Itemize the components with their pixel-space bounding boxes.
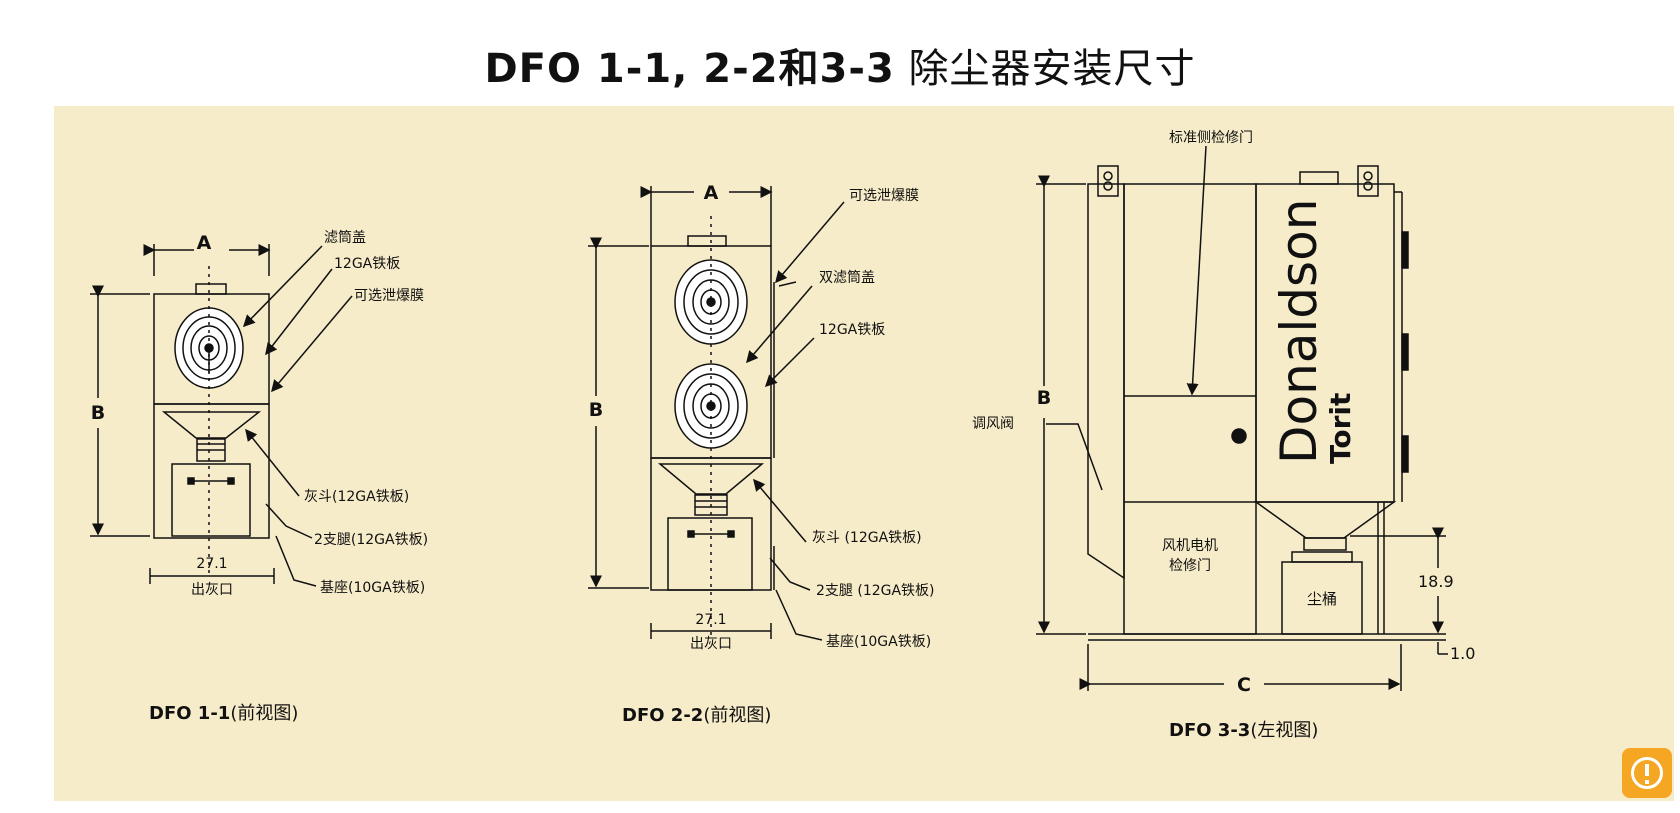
callout-hopper-2: 灰斗 (12GA铁板) bbox=[812, 530, 922, 546]
label-fan-door-line2: 检修门 bbox=[1169, 558, 1211, 574]
caption-view: (前视图) bbox=[230, 703, 298, 724]
installation-drawings: A B 27.1 出灰口 滤筒盖 12GA铁板 可选泄爆膜 灰斗(12GA铁板)… bbox=[90, 130, 1475, 741]
dfo-1-1-dim-a: A bbox=[197, 232, 212, 254]
brand-sub: Torit bbox=[1324, 393, 1357, 464]
callout-explosion-vent: 可选泄爆膜 bbox=[354, 288, 424, 304]
dfo-3-3-caption: DFO 3-3(左视图) bbox=[1169, 720, 1318, 741]
callout-12ga-plate-2: 12GA铁板 bbox=[819, 322, 885, 338]
dfo-2-2-front-view bbox=[588, 186, 845, 641]
caption-model: DFO 3-3 bbox=[1169, 720, 1250, 741]
info-button[interactable] bbox=[1622, 748, 1672, 798]
caption-model: DFO 1-1 bbox=[149, 703, 230, 724]
callout-filter-cap: 滤筒盖 bbox=[324, 229, 366, 246]
caption-view: (左视图) bbox=[1250, 720, 1318, 741]
dfo-1-1-outlet: 出灰口 bbox=[191, 582, 233, 598]
label-damper: 调风阀 bbox=[972, 416, 1014, 432]
caption-view: (前视图) bbox=[703, 705, 771, 726]
title-suffix: 除尘器安装尺寸 bbox=[894, 46, 1196, 92]
dfo-2-2-caption: DFO 2-2(前视图) bbox=[622, 705, 771, 726]
drawing-panel: A B 27.1 出灰口 滤筒盖 12GA铁板 可选泄爆膜 灰斗(12GA铁板)… bbox=[54, 106, 1674, 801]
page-title: DFO 1-1, 2-2和3-3 除尘器安装尺寸 bbox=[0, 36, 1680, 94]
caption-model: DFO 2-2 bbox=[622, 705, 703, 726]
callout-base: 基座(10GA铁板) bbox=[320, 579, 425, 596]
label-fan-door-line1: 风机电机 bbox=[1162, 538, 1218, 554]
callout-dual-filter-cap: 双滤筒盖 bbox=[819, 269, 875, 286]
dfo-2-2-dim-a: A bbox=[704, 182, 719, 204]
label-dust-bin: 尘桶 bbox=[1307, 590, 1337, 608]
dfo-2-2-labels: A B 27.1 出灰口 可选泄爆膜 双滤筒盖 12GA铁板 灰斗 (12GA铁… bbox=[589, 182, 935, 726]
dfo-1-1-front-view bbox=[90, 244, 353, 587]
callout-explosion-vent-2: 可选泄爆膜 bbox=[849, 188, 919, 204]
dfo-1-1-labels: A B 27.1 出灰口 滤筒盖 12GA铁板 可选泄爆膜 灰斗(12GA铁板)… bbox=[91, 229, 428, 724]
callout-base-2: 基座(10GA铁板) bbox=[826, 633, 931, 650]
donaldson-torit-logo: Donaldson Torit bbox=[1270, 199, 1357, 464]
title-prefix: DFO 1-1, 2-2和3-3 bbox=[484, 46, 895, 92]
callout-legs-2: 2支腿 (12GA铁板) bbox=[816, 583, 935, 599]
dfo-2-2-width: 27.1 bbox=[695, 612, 726, 628]
callout-legs: 2支腿(12GA铁板) bbox=[314, 532, 428, 548]
dfo-2-2-outlet: 出灰口 bbox=[690, 636, 732, 652]
dfo-3-3-labels: B C 18.9 1.0 标准侧检修门 调风阀 风机电机 检修门 尘桶 Dona… bbox=[972, 130, 1475, 741]
dfo-3-3-height: 18.9 bbox=[1418, 572, 1454, 591]
dfo-2-2-dim-b: B bbox=[589, 399, 603, 421]
dfo-3-3-side-view bbox=[1036, 145, 1448, 691]
dfo-3-3-base-height: 1.0 bbox=[1450, 644, 1475, 663]
label-standard-side-door: 标准侧检修门 bbox=[1169, 130, 1253, 146]
callout-hopper: 灰斗(12GA铁板) bbox=[304, 489, 409, 505]
dfo-3-3-dim-b: B bbox=[1037, 387, 1051, 409]
dfo-1-1-width: 27.1 bbox=[196, 556, 227, 572]
dfo-1-1-caption: DFO 1-1(前视图) bbox=[149, 703, 298, 724]
dfo-1-1-dim-b: B bbox=[91, 402, 105, 424]
brand-main: Donaldson bbox=[1270, 199, 1328, 464]
callout-12ga-plate: 12GA铁板 bbox=[334, 256, 400, 272]
dfo-3-3-dim-c: C bbox=[1237, 674, 1251, 696]
